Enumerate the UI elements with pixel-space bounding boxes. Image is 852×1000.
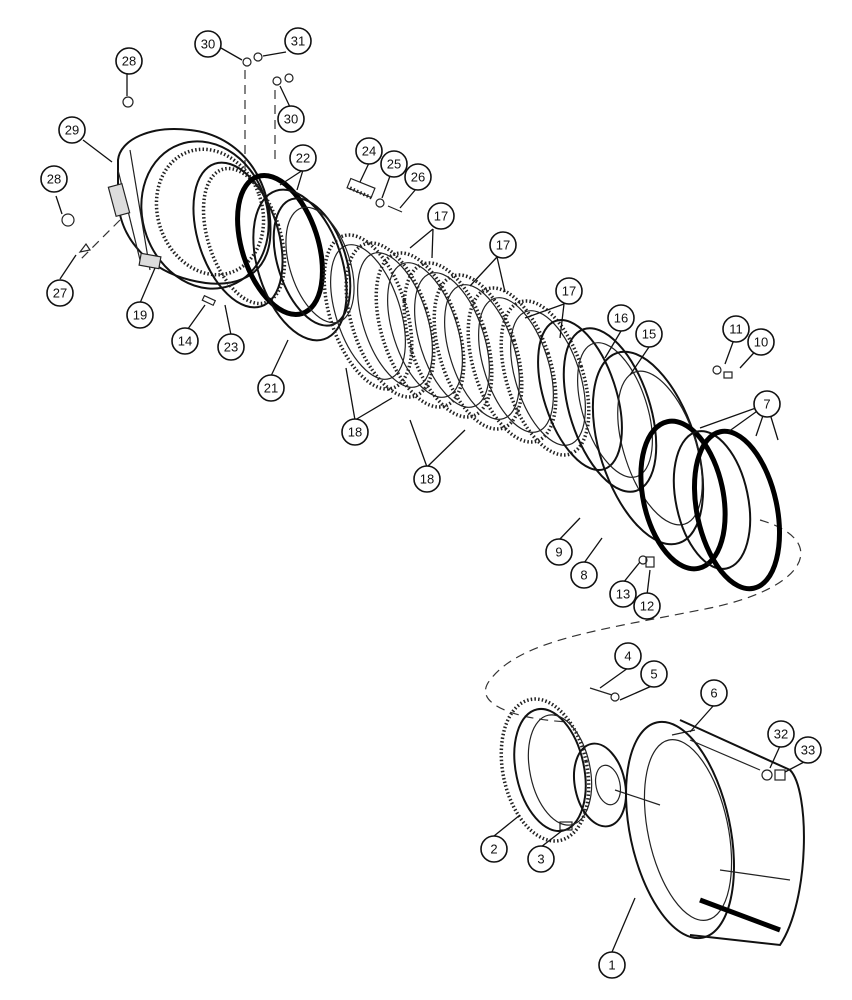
part-3-hub — [559, 742, 661, 831]
callout-31: 31 — [284, 27, 312, 55]
small-hardware-right — [638, 365, 733, 568]
callout-17-c: 17 — [555, 277, 583, 305]
svg-text:6: 6 — [710, 686, 717, 701]
callout-4: 4 — [614, 642, 642, 670]
svg-text:11: 11 — [729, 322, 743, 337]
svg-text:7: 7 — [763, 397, 770, 412]
callout-21: 21 — [257, 374, 285, 402]
callout-32: 32 — [767, 720, 795, 748]
callout-7: 7 — [753, 390, 781, 418]
svg-text:26: 26 — [411, 170, 425, 185]
callout-28-b: 28 — [40, 165, 68, 193]
svg-text:17: 17 — [434, 209, 448, 224]
svg-text:29: 29 — [65, 123, 79, 138]
svg-text:3: 3 — [537, 852, 544, 867]
callout-23: 23 — [217, 333, 245, 361]
assembly-guide-lines — [79, 70, 802, 723]
callout-8: 8 — [570, 561, 598, 589]
svg-text:9: 9 — [555, 545, 562, 560]
callout-12: 12 — [633, 592, 661, 620]
small-hardware-top — [61, 52, 294, 307]
callouts: 1 2 3 4 5 6 7 8 9 10 11 12 13 14 15 16 1… — [40, 27, 822, 979]
callout-6: 6 — [700, 679, 728, 707]
callout-14: 14 — [171, 327, 199, 355]
svg-text:27: 27 — [53, 286, 67, 301]
callout-29: 29 — [58, 116, 86, 144]
callout-33: 33 — [794, 736, 822, 764]
callout-30-a: 30 — [194, 30, 222, 58]
part-29-ring-housing — [107, 128, 272, 290]
svg-text:16: 16 — [614, 311, 628, 326]
svg-text:23: 23 — [224, 340, 238, 355]
callout-18-b: 18 — [413, 465, 441, 493]
svg-text:14: 14 — [178, 334, 192, 349]
callout-15: 15 — [635, 320, 663, 348]
callout-17-a: 17 — [427, 202, 455, 230]
svg-text:1: 1 — [608, 958, 615, 973]
callout-16: 16 — [607, 304, 635, 332]
svg-text:2: 2 — [490, 842, 497, 857]
callout-5: 5 — [640, 660, 668, 688]
callout-11: 11 — [722, 315, 750, 343]
svg-text:10: 10 — [754, 335, 768, 350]
svg-text:33: 33 — [801, 743, 815, 758]
svg-text:22: 22 — [296, 151, 310, 166]
svg-text:13: 13 — [616, 587, 630, 602]
callout-2: 2 — [480, 835, 508, 863]
callout-18-a: 18 — [341, 418, 369, 446]
svg-text:32: 32 — [774, 727, 788, 742]
svg-text:31: 31 — [291, 34, 305, 49]
svg-text:28: 28 — [47, 172, 61, 187]
part-32-33-nut-washer — [761, 769, 786, 781]
callout-22: 22 — [289, 144, 317, 172]
callout-24: 24 — [355, 137, 383, 165]
svg-text:12: 12 — [640, 599, 654, 614]
svg-text:30: 30 — [201, 37, 215, 52]
leader-lines — [55, 47, 805, 953]
callout-27: 27 — [46, 279, 74, 307]
svg-text:30: 30 — [284, 112, 298, 127]
part-24-25-26-spring-bolt — [346, 177, 403, 213]
part-17-18-disc-pack — [322, 233, 591, 457]
svg-text:18: 18 — [420, 472, 434, 487]
part-22-23-seal-rings — [192, 161, 325, 317]
svg-text:18: 18 — [348, 425, 362, 440]
svg-text:4: 4 — [624, 649, 631, 664]
svg-text:15: 15 — [642, 327, 656, 342]
svg-text:19: 19 — [133, 308, 147, 323]
callout-30-b: 30 — [277, 105, 305, 133]
part-1-carrier-housing — [625, 719, 805, 947]
callout-17-b: 17 — [489, 231, 517, 259]
callout-25: 25 — [380, 150, 408, 178]
svg-text:24: 24 — [362, 144, 376, 159]
callout-1: 1 — [598, 951, 626, 979]
callout-10: 10 — [747, 328, 775, 356]
svg-text:17: 17 — [496, 238, 510, 253]
svg-text:21: 21 — [264, 381, 278, 396]
part-2-ring-gear — [499, 697, 593, 843]
callout-26: 26 — [404, 163, 432, 191]
callout-19: 19 — [126, 301, 154, 329]
callout-13: 13 — [609, 580, 637, 608]
callout-9: 9 — [545, 538, 573, 566]
svg-text:25: 25 — [387, 157, 401, 172]
callout-28-a: 28 — [115, 47, 143, 75]
part-7-seal-rings — [638, 418, 783, 592]
svg-text:28: 28 — [122, 54, 136, 69]
callout-3: 3 — [527, 845, 555, 873]
svg-text:5: 5 — [650, 667, 657, 682]
svg-text:8: 8 — [580, 568, 587, 583]
svg-text:17: 17 — [562, 284, 576, 299]
